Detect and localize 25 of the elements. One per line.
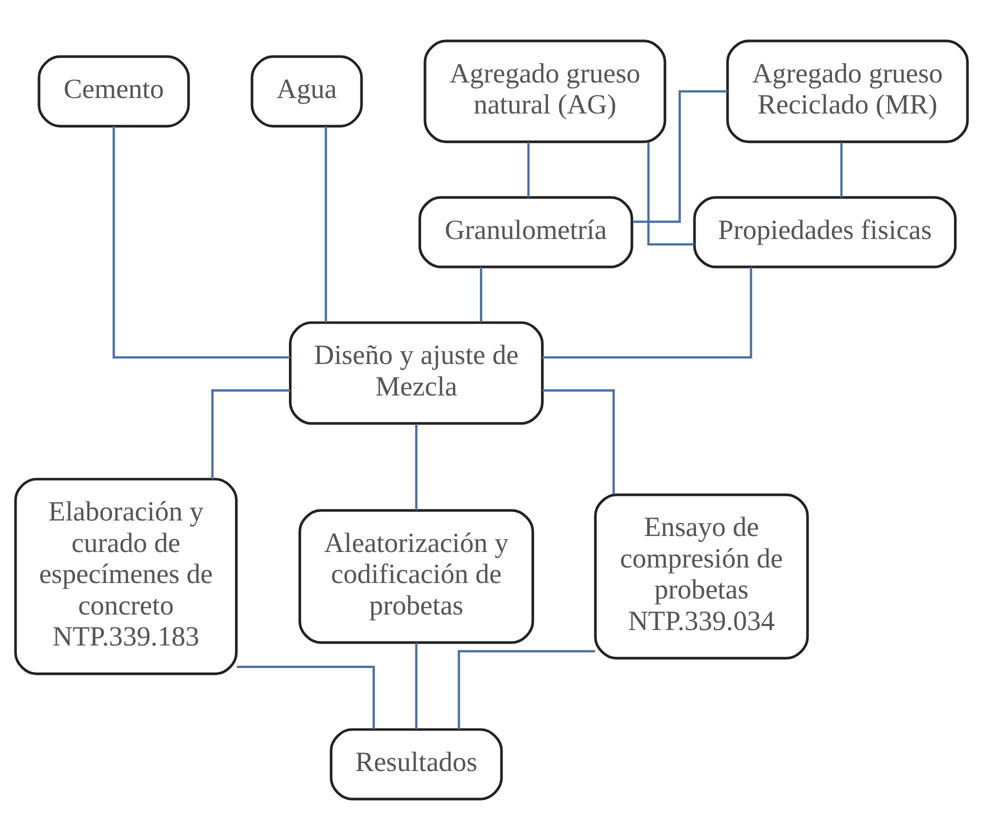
node-box: Aleatorización y codificación de probetas: [298, 509, 534, 644]
connector: [324, 126, 328, 322]
connector: [112, 126, 290, 359]
connector: [415, 642, 418, 730]
node-box: Cemento: [38, 55, 190, 128]
connector: [840, 142, 843, 198]
connector: [415, 424, 418, 510]
node-box: Granulometría: [418, 196, 634, 268]
connector: [236, 666, 375, 730]
connector: [542, 267, 752, 359]
connector: [542, 389, 615, 494]
node-box: Agregado grueso Reciclado (MR): [726, 40, 969, 144]
connector: [458, 650, 596, 730]
node-box: Agregado grueso natural (AG): [424, 40, 666, 144]
node-box: Ensayo de compresión de probetas NTP.339.034: [594, 493, 809, 660]
node-box: Elaboración y curado de especímenes de concreto NTP.339.183: [14, 478, 238, 676]
connector: [632, 90, 728, 223]
connector: [527, 142, 530, 198]
connector: [211, 389, 290, 480]
node-box: Propiedades fisicas: [693, 196, 957, 268]
node-box: Resultados: [330, 728, 503, 800]
node-box: Diseño y ajuste de Mezcla: [288, 321, 544, 425]
connector: [480, 267, 482, 322]
node-box: Agua: [250, 55, 363, 128]
connector: [647, 142, 694, 246]
